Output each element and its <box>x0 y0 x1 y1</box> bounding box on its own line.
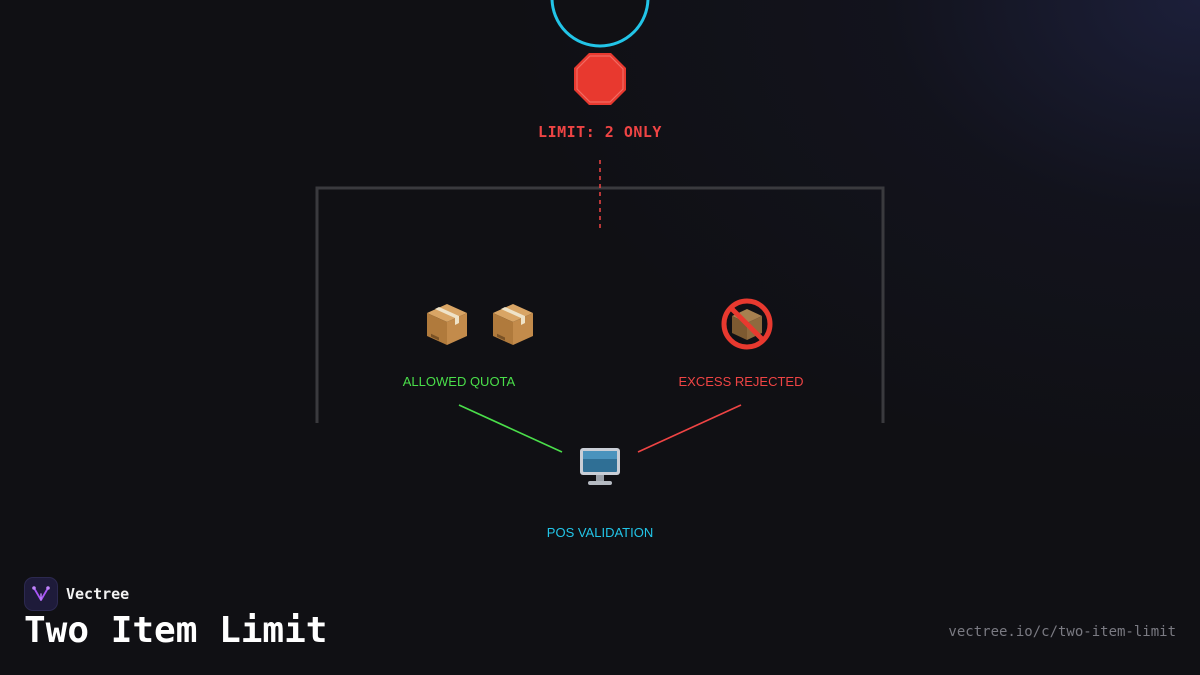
desktop-computer-icon <box>580 448 620 485</box>
brand: Vectree <box>24 577 129 611</box>
vectree-logo-icon <box>24 577 58 611</box>
prohibited-package-icon <box>721 298 773 350</box>
package-icon <box>493 304 533 345</box>
top-circle-node <box>550 0 650 48</box>
stop-sign-icon <box>574 53 626 105</box>
allowed-connector <box>458 404 563 453</box>
pos-validation-label: POS VALIDATION <box>546 525 654 540</box>
limit-label: LIMIT: 2 ONLY <box>538 123 662 141</box>
package-icon <box>427 304 467 345</box>
source-url[interactable]: vectree.io/c/two-item-limit <box>948 624 1176 640</box>
brand-name: Vectree <box>66 585 130 603</box>
page-title: Two Item Limit <box>24 610 328 651</box>
rejected-connector <box>637 404 742 453</box>
allowed-quota-label: ALLOWED QUOTA <box>402 374 516 389</box>
excess-rejected-label: EXCESS REJECTED <box>678 374 804 389</box>
